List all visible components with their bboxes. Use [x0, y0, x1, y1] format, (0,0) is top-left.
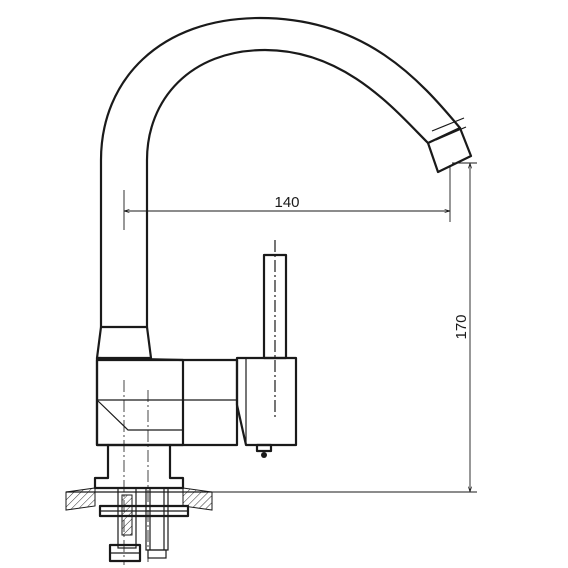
- spout: [99, 16, 473, 329]
- mounting-shank: [98, 487, 190, 551]
- set-screw: [255, 443, 273, 458]
- base-flange: [93, 443, 185, 490]
- faucet-body: [95, 356, 239, 447]
- spout-collar: [95, 325, 153, 360]
- reach-dimension: 140: [123, 165, 451, 230]
- aerator: [426, 117, 473, 174]
- reach-dimension-label: 140: [274, 194, 299, 211]
- countertop-section: [65, 487, 213, 511]
- height-dimension: 170: [212, 162, 477, 493]
- lever-handle: [262, 240, 288, 420]
- cartridge-housing: [235, 356, 298, 447]
- height-dimension-label: 170: [453, 314, 470, 339]
- centerlines: [123, 380, 149, 565]
